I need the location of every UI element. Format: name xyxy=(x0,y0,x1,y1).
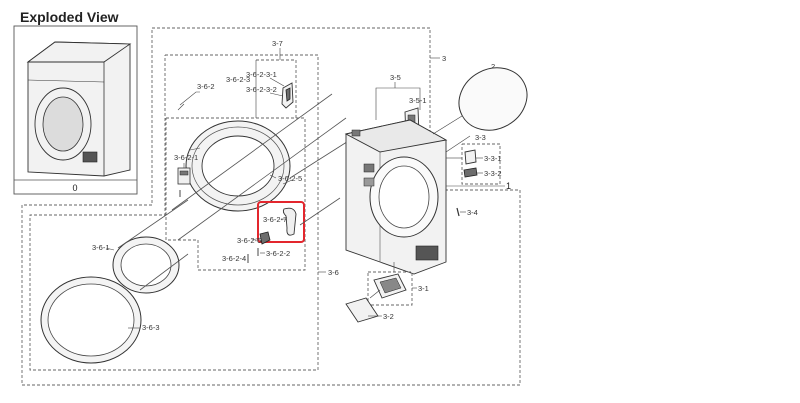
label-3-6-3: 3-6-3 xyxy=(142,323,160,332)
part-1-front-panel[interactable]: 1 xyxy=(344,119,511,275)
part-3-6-2-6-group[interactable]: 3-6-2-6 3-6-2-2 3-6-2-4 xyxy=(222,231,290,263)
label-3-6: 3-6 xyxy=(328,268,339,277)
label-0: 0 xyxy=(72,183,77,193)
part-3-2-drawer[interactable]: 3-2 xyxy=(345,289,394,323)
label-3-6-2-4: 3-6-2-4 xyxy=(222,254,246,263)
label-3-6-2-3: 3-6-2-3 xyxy=(226,75,250,84)
page-title: Exploded View xyxy=(20,9,119,25)
label-3-6-2-7: 3-6-2-7 xyxy=(263,215,287,224)
part-2-top-cover[interactable]: 2 xyxy=(432,56,538,153)
part-3-4-screw[interactable]: 3-4 xyxy=(456,207,478,217)
label-3-6-2-3-1: 3-6-2-3-1 xyxy=(246,70,277,79)
assembly-3-6-outline: 3-6 xyxy=(29,54,339,371)
label-2: 2 xyxy=(491,62,495,71)
assembly-3-outline: 3 xyxy=(21,27,521,386)
assembly-guide-lines xyxy=(117,93,351,291)
label-3-2: 3-2 xyxy=(383,312,394,321)
part-3-7-group[interactable]: 3-7 3-6-2-3 3-6-2-3-1 3-6-2-3-2 xyxy=(226,39,297,118)
label-3: 3 xyxy=(442,54,446,63)
label-3-6-1: 3-6-1 xyxy=(92,243,110,252)
part-3-6-1-door-glass[interactable]: 3-6-1 xyxy=(92,236,180,294)
label-3-6-2-2: 3-6-2-2 xyxy=(266,249,290,258)
label-3-7: 3-7 xyxy=(272,39,283,48)
label-3-6-2: 3-6-2 xyxy=(197,82,215,91)
label-3-6-2-6: 3-6-2-6 xyxy=(237,236,261,245)
label-3-3: 3-3 xyxy=(475,133,486,142)
label-3-6-2-3-2: 3-6-2-3-2 xyxy=(246,85,277,94)
part-3-6-2-door-frame[interactable]: 3-6-2-5 xyxy=(185,120,302,212)
label-3-6-2-5: 3-6-2-5 xyxy=(278,174,302,183)
part-3-3-group[interactable]: 3-3 3-3-1 3-3-2 xyxy=(446,133,502,185)
label-3-1: 3-1 xyxy=(418,284,429,293)
label-3-5: 3-5 xyxy=(390,73,401,82)
assembly-0-box[interactable]: 0 xyxy=(13,25,138,195)
label-3-6-2-1: 3-6-2-1 xyxy=(174,153,198,162)
assembly-3-6-2-outline: 3-6-2 xyxy=(165,82,306,271)
part-3-6-3-door-cover[interactable]: 3-6-3 xyxy=(40,276,160,364)
part-3-6-2-1-hinge[interactable]: 3-6-2-1 xyxy=(174,153,198,197)
label-1: 1 xyxy=(506,181,511,191)
label-3-4: 3-4 xyxy=(467,208,478,217)
part-3-1-housing[interactable]: 3-1 xyxy=(367,262,429,306)
label-3-3-2: 3-3-2 xyxy=(484,169,502,178)
label-3-5-1: 3-5-1 xyxy=(409,96,427,105)
label-3-3-1: 3-3-1 xyxy=(484,154,502,163)
